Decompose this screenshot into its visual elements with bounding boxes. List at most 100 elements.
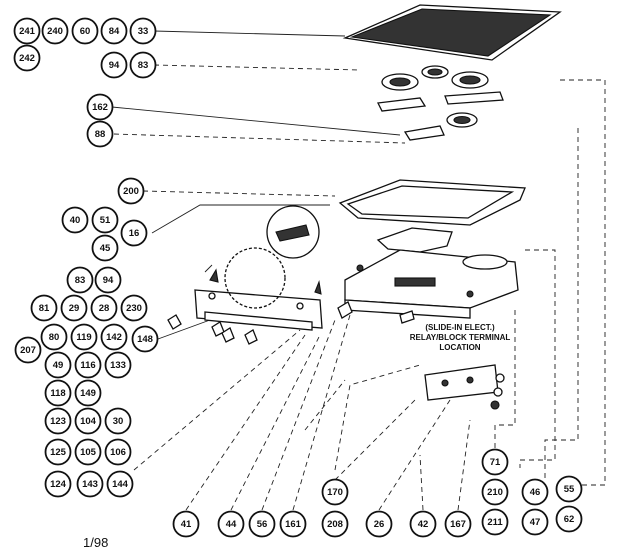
callout-116: 116 [74, 351, 102, 379]
callout-circle [100, 51, 128, 79]
callout-label: 167 [450, 519, 466, 530]
callout-circle [555, 475, 583, 503]
callout-circle [321, 510, 349, 538]
relay-block [424, 364, 505, 410]
callout-circle [129, 51, 157, 79]
callout-33: 33 [129, 17, 157, 45]
callout-circle [91, 234, 119, 262]
callout-circle [120, 294, 148, 322]
callout-circle [41, 17, 69, 45]
callout-label: 33 [138, 26, 149, 37]
callout-241: 241 [13, 17, 41, 45]
callout-210: 210 [481, 478, 509, 506]
callout-circle [409, 510, 437, 538]
leader-lines [111, 30, 606, 511]
callout-208: 208 [321, 510, 349, 538]
callout-label: 208 [327, 519, 343, 530]
callout-49: 49 [44, 351, 72, 379]
callout-circle [100, 17, 128, 45]
callout-28: 28 [90, 294, 118, 322]
callout-circle [129, 17, 157, 45]
callout-207: 207 [14, 336, 42, 364]
callout-label: 28 [99, 303, 110, 314]
callout-circle [100, 323, 128, 351]
callout-label: 94 [109, 60, 120, 71]
callout-circle [555, 505, 583, 533]
callout-circle [117, 177, 145, 205]
callout-label: 211 [487, 517, 503, 528]
callout-circle [94, 266, 122, 294]
callout-55: 55 [555, 475, 583, 503]
callout-label: 80 [49, 332, 60, 343]
callout-label: 45 [100, 243, 111, 254]
callout-circle [44, 379, 72, 407]
callout-16: 16 [120, 219, 148, 247]
relay-location-note: (SLIDE-IN ELECT.) RELAY/BLOCK TERMINAL L… [410, 323, 511, 352]
note-line-2: RELAY/BLOCK TERMINAL [410, 333, 511, 342]
callout-label: 44 [226, 519, 237, 530]
callout-105: 105 [74, 438, 102, 466]
callout-circle [74, 379, 102, 407]
callout-circle [44, 470, 72, 498]
callout-label: 149 [80, 388, 96, 399]
callout-84: 84 [100, 17, 128, 45]
callout-51: 51 [91, 206, 119, 234]
callout-circle [74, 438, 102, 466]
callout-label: 116 [80, 360, 95, 371]
callout-41: 41 [172, 510, 200, 538]
callout-119: 119 [70, 323, 98, 351]
callout-circle [106, 470, 134, 498]
callout-circle [521, 478, 549, 506]
callout-106: 106 [104, 438, 132, 466]
zoom-circle [266, 205, 320, 259]
callout-circle [104, 351, 132, 379]
callout-230: 230 [120, 294, 148, 322]
callout-label: 26 [374, 519, 385, 530]
callout-label: 71 [490, 457, 501, 468]
callout-label: 124 [50, 479, 67, 490]
callout-label: 29 [69, 303, 80, 314]
callout-60: 60 [71, 17, 99, 45]
callout-label: 123 [50, 416, 66, 427]
callout-circle [279, 510, 307, 538]
callout-label: 207 [20, 345, 36, 356]
callout-88: 88 [86, 120, 114, 148]
callout-label: 94 [103, 275, 114, 286]
footer-date: 1/98 [83, 535, 108, 550]
callout-44: 44 [217, 510, 245, 538]
callout-label: 88 [95, 129, 106, 140]
callout-104: 104 [74, 407, 102, 435]
callout-circle [172, 510, 200, 538]
callout-label: 118 [50, 388, 65, 399]
cooktop-glass [342, 4, 562, 61]
callout-label: 83 [138, 60, 149, 71]
callout-40: 40 [61, 206, 89, 234]
callout-circle [481, 508, 509, 536]
callout-label: 105 [80, 447, 97, 458]
callout-circle [521, 508, 549, 536]
callout-123: 123 [44, 407, 72, 435]
callout-circle [86, 93, 114, 121]
callout-label: 210 [487, 487, 503, 498]
callout-circle [248, 510, 276, 538]
callout-circle [74, 407, 102, 435]
callout-label: 143 [82, 479, 98, 490]
callout-circle [13, 17, 41, 45]
callout-circle [61, 206, 89, 234]
callout-label: 49 [53, 360, 64, 371]
callout-label: 30 [113, 416, 124, 427]
callout-label: 81 [39, 303, 50, 314]
callout-133: 133 [104, 351, 132, 379]
surface-elements [377, 65, 504, 141]
callout-94: 94 [94, 266, 122, 294]
callout-81: 81 [30, 294, 58, 322]
callout-167: 167 [444, 510, 472, 538]
callout-242: 242 [13, 44, 41, 72]
callout-142: 142 [100, 323, 128, 351]
callout-161: 161 [279, 510, 307, 538]
callout-label: 41 [181, 519, 192, 530]
callout-label: 144 [112, 479, 129, 490]
callout-240: 240 [41, 17, 69, 45]
callout-label: 84 [109, 26, 120, 37]
